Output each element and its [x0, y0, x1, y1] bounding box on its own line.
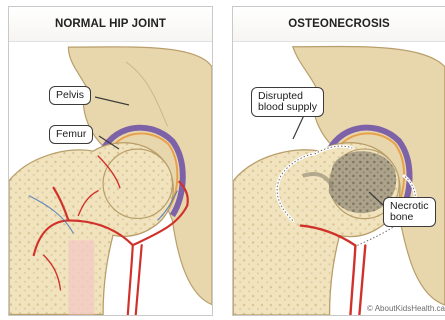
panel-title-normal: NORMAL HIP JOINT	[9, 7, 212, 42]
femoral-head	[103, 149, 172, 218]
disrupted-blood-supply-label: Disrupted blood supply	[251, 87, 324, 117]
osteonecrosis-drawing	[233, 7, 445, 315]
copyright-credit: © AboutKidsHealth.ca	[367, 304, 445, 313]
panel-title-osteonecrosis: OSTEONECROSIS	[233, 7, 445, 42]
normal-hip-drawing	[9, 7, 212, 315]
osteonecrosis-panel: OSTEONECROSIS	[232, 6, 445, 316]
femur-label: Femur	[49, 125, 93, 144]
necrotic-bone-label: Necrotic bone	[383, 197, 436, 227]
pelvis-label: Pelvis	[49, 86, 91, 105]
normal-hip-panel: NORMAL HIP JOINT	[8, 6, 213, 316]
marrow-canal	[68, 240, 94, 314]
